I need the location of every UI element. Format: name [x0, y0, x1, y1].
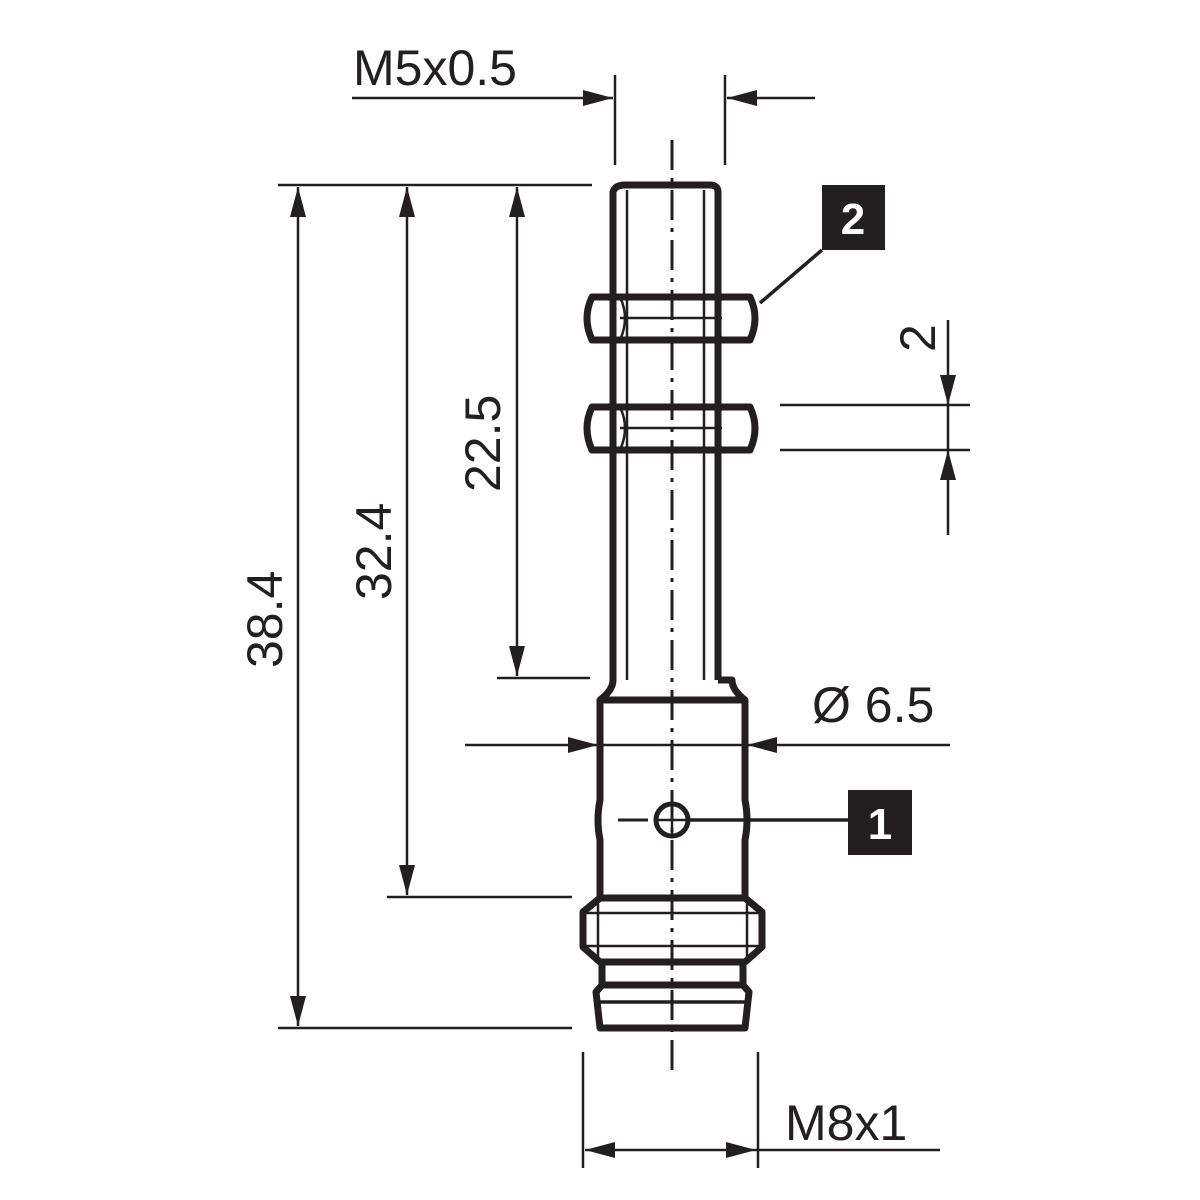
dim-thread-top: M5x0.5	[352, 40, 815, 165]
dim-diameter: Ø 6.5	[465, 677, 950, 753]
length-total-label: 38.4	[237, 571, 293, 668]
thread-bottom-label: M8x1	[785, 1095, 907, 1151]
nut-lower	[583, 403, 759, 454]
thread-top-label: M5x0.5	[353, 40, 517, 96]
callout-2: 2	[758, 185, 885, 305]
dim-length-mid: 32.4	[346, 187, 572, 899]
diameter-label: Ø 6.5	[812, 677, 934, 733]
dim-length-total: 38.4	[237, 183, 592, 1030]
nut-upper	[583, 293, 759, 344]
sensor-body	[579, 181, 766, 1032]
callout-1: 1	[688, 790, 912, 855]
dim-thread-bottom: M8x1	[581, 1052, 940, 1168]
length-mid-label: 32.4	[346, 503, 402, 600]
length-thread-label: 22.5	[455, 395, 511, 492]
nut-gap-label: 2	[890, 324, 946, 352]
dim-nut-gap: 2	[780, 320, 970, 535]
callout-1-label: 1	[868, 800, 892, 849]
callout-2-label: 2	[841, 195, 865, 244]
dim-length-thread: 22.5	[455, 187, 590, 680]
